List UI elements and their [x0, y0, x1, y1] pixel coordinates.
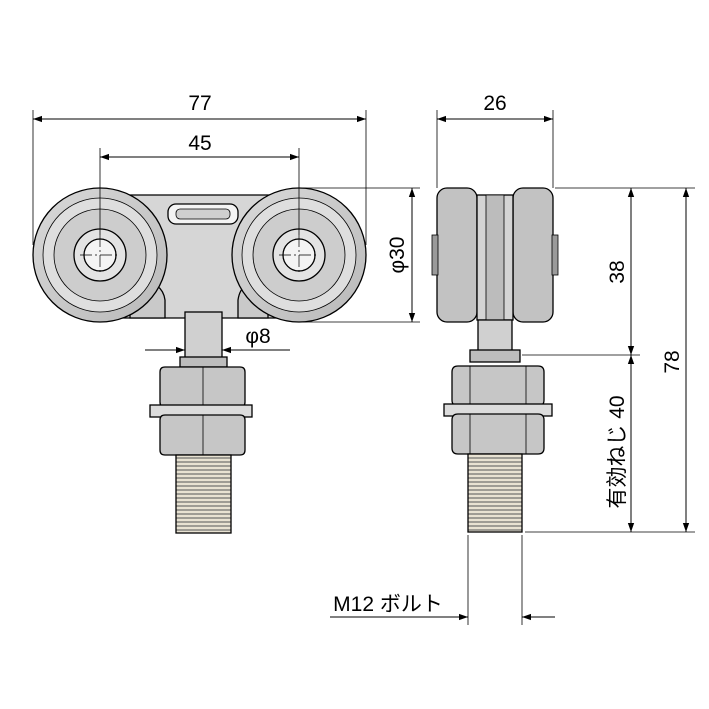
nut-upper: [159, 366, 246, 408]
dimension-lines: [32, 110, 695, 625]
nut-lower: [159, 414, 246, 456]
dim-wheel-diameter: φ30: [386, 237, 409, 274]
dim-overall-height: 78: [661, 350, 684, 373]
side-wheel-left: [436, 187, 478, 323]
dim-side-width: 26: [483, 92, 506, 115]
side-bolt-thread: [467, 453, 523, 533]
side-nut-upper: [451, 365, 545, 407]
front-view: [32, 187, 367, 534]
dim-shaft-diameter: φ8: [245, 325, 270, 348]
side-wheel-right: [512, 187, 554, 323]
dim-wheel-height: 38: [606, 260, 629, 283]
dim-wheel-pitch: 45: [188, 132, 211, 155]
dim-thread-length: 有効ねじ 40: [606, 395, 629, 508]
dim-overall-width: 77: [188, 92, 211, 115]
side-view: [431, 187, 559, 533]
shaft: [184, 311, 223, 363]
bolt-thread: [175, 454, 232, 534]
dim-bolt-size: M12 ボルト: [333, 593, 443, 616]
side-nut-lower: [451, 413, 545, 455]
